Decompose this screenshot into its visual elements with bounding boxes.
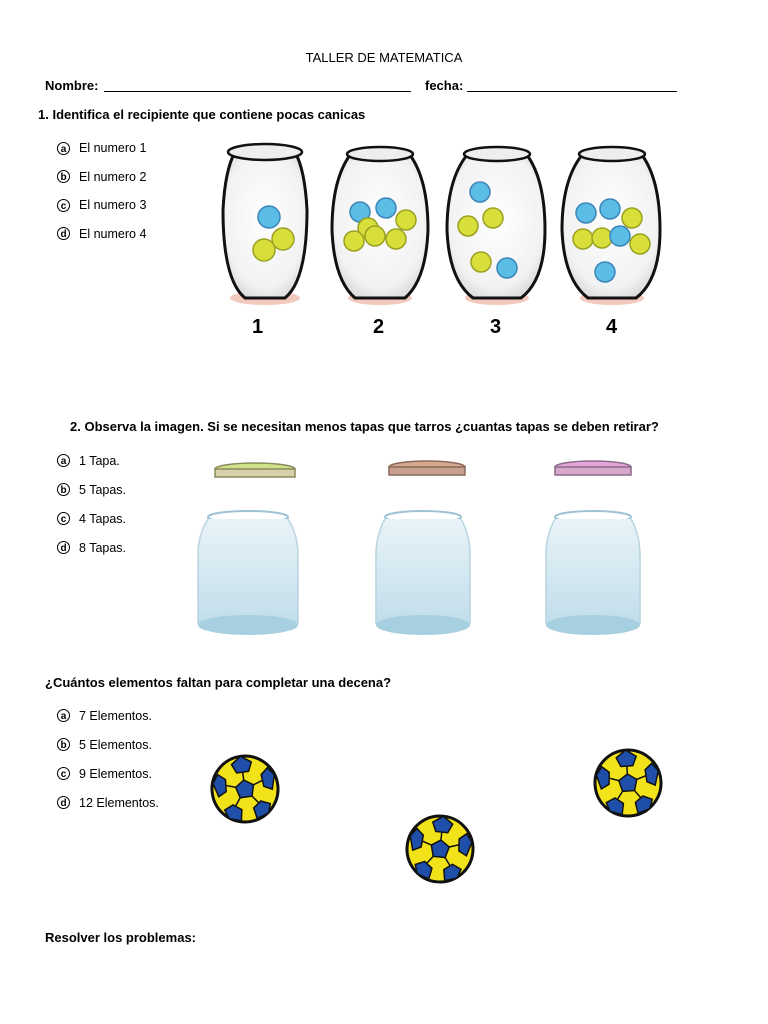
option-label: 8 Tapas. xyxy=(79,540,127,555)
date-field[interactable] xyxy=(467,91,677,92)
jar-number-4: 4 xyxy=(606,316,618,338)
option-label: 5 Elementos. xyxy=(79,737,152,752)
option-circle-icon: b xyxy=(57,483,70,496)
q1-option-d[interactable]: d El numero 4 xyxy=(57,220,146,249)
problems-heading: Resolver los problemas: xyxy=(45,930,196,945)
option-circle-icon: a xyxy=(57,141,70,155)
option-circle-icon: d xyxy=(57,541,70,554)
q1-option-b[interactable]: b El numero 2 xyxy=(57,163,146,192)
jar-number-1: 1 xyxy=(252,316,264,338)
soccer-balls-illustration xyxy=(206,746,665,887)
option-circle-icon: a xyxy=(57,454,70,467)
lid-brown-icon xyxy=(388,460,466,476)
q3-option-b[interactable]: b 5 Elementos. xyxy=(57,730,159,759)
option-label: El numero 2 xyxy=(79,169,147,184)
option-circle-icon: b xyxy=(57,170,70,184)
option-label: 5 Tapas. xyxy=(79,482,127,497)
glass-jar-1-icon xyxy=(197,510,299,635)
q1-option-a[interactable]: a El numero 1 xyxy=(57,134,146,163)
q3-option-a[interactable]: a 7 Elementos. xyxy=(57,701,159,730)
soccer-ball-2-icon xyxy=(402,811,478,887)
q3-option-d[interactable]: d 12 Elementos. xyxy=(57,788,159,817)
option-label: El numero 4 xyxy=(79,226,147,241)
lid-pink-icon xyxy=(554,460,632,476)
q2-option-b[interactable]: b 5 Tapas. xyxy=(57,475,126,504)
q2-option-d[interactable]: d 8 Tapas. xyxy=(57,533,126,562)
option-circle-icon: d xyxy=(57,796,70,809)
q3-text: ¿Cuántos elementos faltan para completar… xyxy=(45,675,392,690)
option-label: 12 Elementos. xyxy=(79,795,159,810)
option-label: 7 Elementos. xyxy=(79,708,152,723)
q2-options: a 1 Tapa. b 5 Tapas. c 4 Tapas. d 8 Tapas. xyxy=(57,446,126,562)
q1-options: a El numero 1 b El numero 2 c El numero 3 d… xyxy=(57,134,146,248)
q2-option-c[interactable]: c 4 Tapas. xyxy=(57,504,126,533)
soccer-ball-1-icon xyxy=(206,750,284,828)
q1-text: 1. Identifica el recipiente que contiene… xyxy=(38,107,366,122)
soccer-ball-3-icon xyxy=(591,746,665,820)
option-circle-icon: c xyxy=(57,198,70,212)
option-circle-icon: d xyxy=(57,227,70,241)
option-circle-icon: c xyxy=(57,767,70,780)
option-circle-icon: a xyxy=(57,709,70,722)
date-label: fecha: xyxy=(425,78,464,93)
jar-number-3: 3 xyxy=(490,316,502,338)
glass-jar-3-icon xyxy=(545,510,641,635)
option-label: El numero 3 xyxy=(79,198,147,213)
jar-1-icon xyxy=(221,142,309,305)
option-circle-icon: b xyxy=(57,738,70,751)
jar-4-icon xyxy=(560,145,662,305)
lid-green-icon xyxy=(214,462,296,478)
q3-options: a 7 Elementos. b 5 Elementos. c 9 Elementos… xyxy=(57,701,159,817)
option-circle-icon: c xyxy=(57,512,70,525)
lids-jars-illustration xyxy=(197,460,641,635)
glass-jar-2-icon xyxy=(375,510,471,635)
q3-option-c[interactable]: c 9 Elementos. xyxy=(57,759,159,788)
jar-3-icon xyxy=(445,145,547,305)
q1-option-c[interactable]: c El numero 3 xyxy=(57,191,146,220)
page-title: TALLER DE MATEMATICA xyxy=(305,50,463,65)
jar-number-2: 2 xyxy=(373,316,385,338)
option-label: 4 Tapas. xyxy=(79,511,127,526)
name-field[interactable] xyxy=(104,91,411,92)
jar-2-icon xyxy=(330,145,430,305)
option-label: El numero 1 xyxy=(79,141,147,156)
q2-text: 2. Observa la imagen. Si se necesitan me… xyxy=(70,419,659,434)
name-label: Nombre: xyxy=(45,78,99,93)
marble-jars-illustration xyxy=(221,142,662,305)
q2-option-a[interactable]: a 1 Tapa. xyxy=(57,446,126,475)
option-label: 1 Tapa. xyxy=(79,453,120,468)
option-label: 9 Elementos. xyxy=(79,766,152,781)
